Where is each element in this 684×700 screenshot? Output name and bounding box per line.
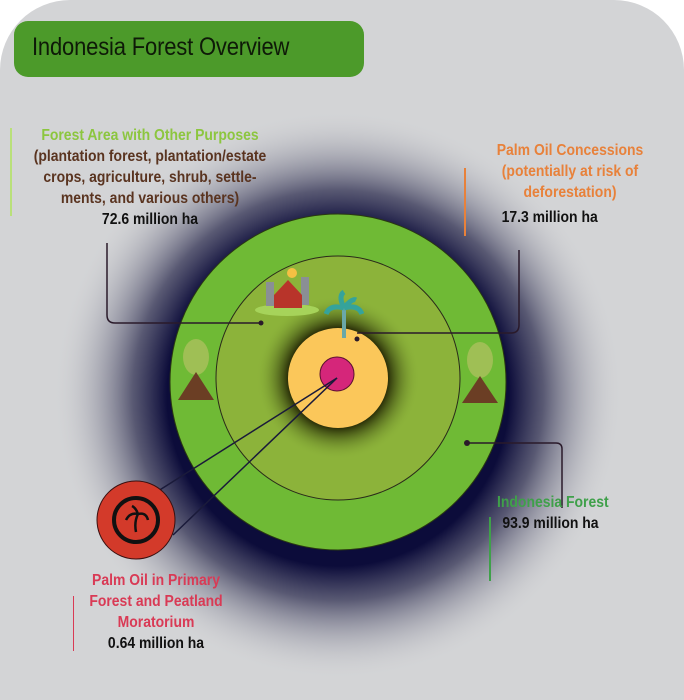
palm-concessions-heading: Palm Oil Concessions bbox=[496, 142, 644, 159]
moratorium-heading: Forest and Peatland bbox=[89, 593, 223, 610]
other-purposes-desc-line: (plantation forest, plantation/estate bbox=[33, 148, 267, 165]
other-purposes-desc-line: ments, and various others) bbox=[60, 190, 240, 207]
no-palm-oil-badge-icon bbox=[96, 480, 176, 560]
moratorium-label: Palm Oil in Primary Forest and Peatland … bbox=[84, 570, 228, 654]
other-purposes-label: Forest Area with Other Purposes (plantat… bbox=[24, 125, 276, 230]
palm-concessions-heading: deforestation) bbox=[523, 184, 617, 201]
other-purposes-bar bbox=[10, 128, 12, 216]
moratorium-heading: Palm Oil in Primary bbox=[92, 572, 220, 589]
other-purposes-desc-line: crops, agriculture, shrub, settle- bbox=[43, 169, 257, 186]
indonesia-forest-label: Indonesia Forest 93.9 million ha bbox=[497, 492, 623, 534]
title-banner: Indonesia Forest Overview bbox=[14, 21, 364, 77]
tree-volcano-icon-right bbox=[462, 342, 498, 403]
moratorium-heading: Moratorium bbox=[117, 614, 195, 631]
palm-concessions-bar bbox=[464, 168, 466, 236]
palm-concessions-heading: (potentially at risk of bbox=[501, 163, 639, 180]
other-purposes-value: 72.6 million ha bbox=[101, 211, 199, 228]
indonesia-forest-value: 93.9 million ha bbox=[502, 515, 599, 532]
indonesia-forest-heading: Indonesia Forest bbox=[497, 494, 609, 511]
other-purposes-heading: Forest Area with Other Purposes bbox=[41, 127, 259, 144]
palm-concessions-leader bbox=[357, 250, 520, 334]
other-purposes-leader bbox=[106, 243, 261, 324]
palm-tree-icon bbox=[323, 289, 365, 338]
moratorium-value: 0.64 million ha bbox=[107, 635, 205, 652]
tree-volcano-icon-left bbox=[178, 339, 214, 400]
palm-concessions-value: 17.3 million ha bbox=[501, 209, 598, 226]
moratorium-bar bbox=[73, 596, 74, 651]
indonesia-forest-leader bbox=[467, 442, 563, 508]
moratorium-leader-top bbox=[146, 377, 338, 499]
page-title: Indonesia Forest Overview bbox=[32, 33, 290, 61]
moratorium-leader-bottom bbox=[172, 377, 338, 536]
indonesia-forest-bar bbox=[489, 517, 491, 581]
palm-concessions-label: Palm Oil Concessions (potentially at ris… bbox=[480, 140, 660, 228]
farm-icon bbox=[255, 268, 319, 316]
